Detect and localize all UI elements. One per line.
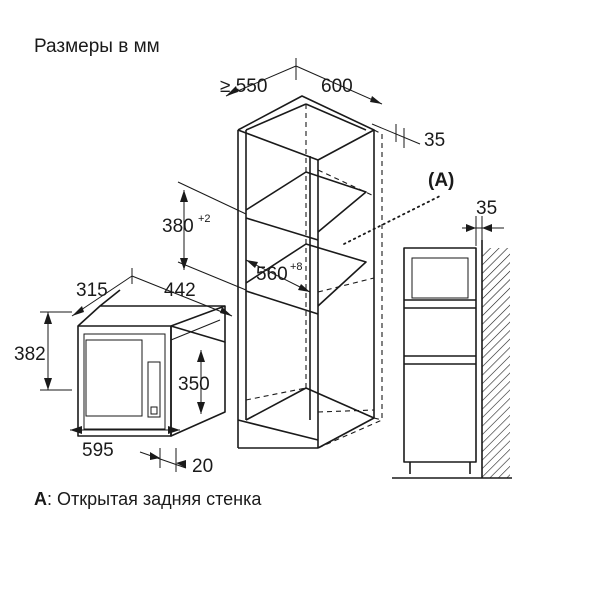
niche-height-label: 380: [162, 216, 194, 237]
side-view-drawing: [392, 216, 512, 479]
diagram-title: Размеры в мм: [34, 36, 160, 57]
microwave-offset-label: 20: [192, 456, 213, 477]
cabinet-width-label: 600: [321, 76, 353, 97]
microwave-height-frame-label: 382: [14, 344, 46, 365]
cabinet-depth-label: ≥ 550: [220, 76, 267, 97]
cabinet-dimensions: [177, 58, 441, 293]
niche-width-tolerance: +8: [290, 261, 303, 273]
microwave-drawing: [77, 289, 226, 437]
niche-width-label: 560: [256, 264, 288, 285]
microwave-depth-label: 315: [76, 280, 108, 301]
footer-text: : Открытая задняя стенка: [47, 489, 262, 509]
cabinet-gap-label: 35: [424, 130, 445, 151]
microwave-width-frame-label: 442: [164, 280, 196, 301]
cabinet-drawing: [237, 95, 383, 449]
microwave-height-body-label: 350: [178, 374, 210, 395]
microwave-dimensions: [40, 268, 233, 472]
footer-letter: A: [34, 489, 47, 509]
callout-label: (A): [428, 170, 454, 191]
side-gap-label: 35: [476, 198, 497, 219]
niche-height-tolerance: +2: [198, 213, 211, 225]
microwave-width-front-label: 595: [82, 440, 114, 461]
